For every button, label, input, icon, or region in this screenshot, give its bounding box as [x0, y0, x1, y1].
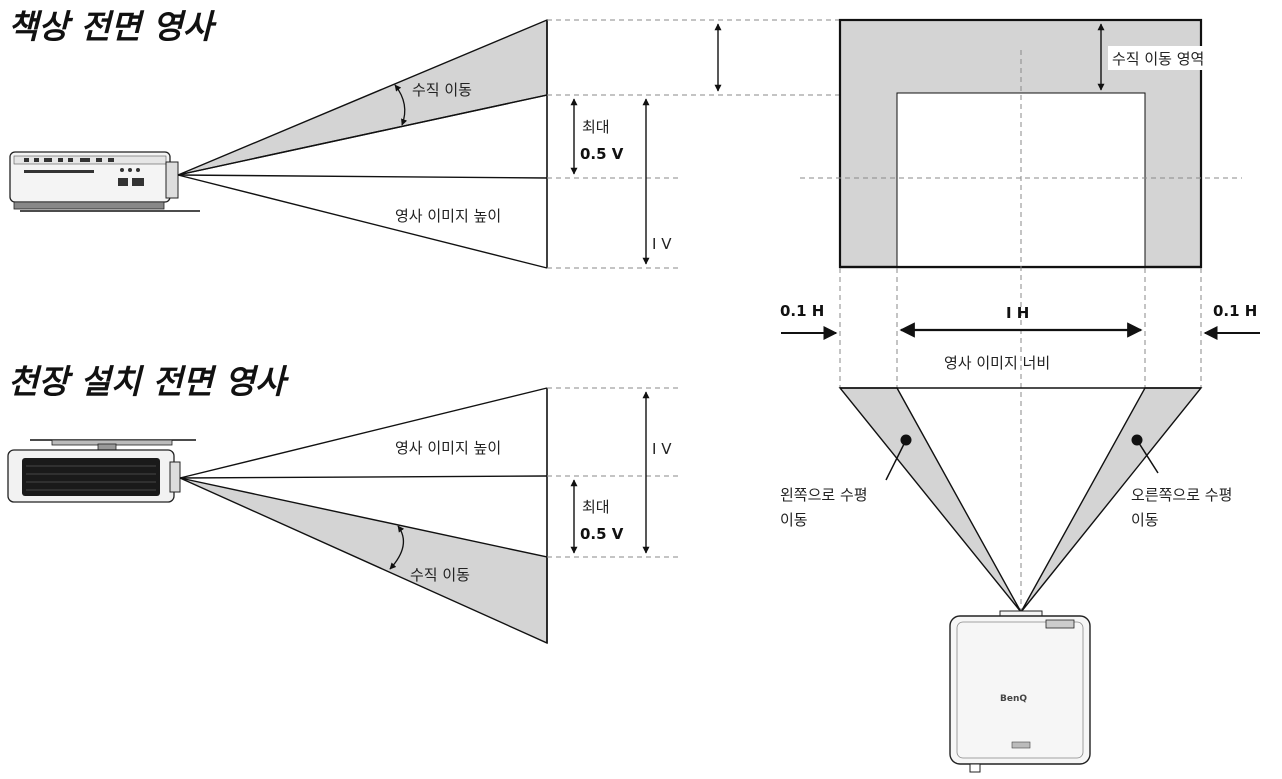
right-shift-label-line1: 오른쪽으로 수평 — [1131, 486, 1232, 504]
desk-image-height-label: 영사 이미지 높이 — [395, 207, 501, 225]
desk-max-label: 최대 — [582, 118, 610, 136]
image-width-label: 영사 이미지 너비 — [944, 354, 1050, 372]
ceiling-height-value: I V — [652, 440, 672, 458]
shift-area-label-bg — [1108, 46, 1244, 70]
ceiling-vertical-shift-label: 수직 이동 — [410, 566, 470, 584]
projector-top-view-icon — [949, 610, 1091, 773]
horizontal-shift-cones — [838, 387, 1203, 613]
left-offset-label: 0.1 H — [780, 302, 824, 320]
ceiling-projector-side-icon — [7, 439, 196, 503]
left-shift-label-line1: 왼쪽으로 수평 — [780, 486, 868, 504]
desk-projection-cone — [177, 18, 548, 269]
projector-brand-logo: BenQ — [1000, 694, 1027, 704]
right-shift-label-line2: 이동 — [1131, 511, 1159, 529]
ceiling-max-value: 0.5 V — [580, 525, 624, 543]
ceiling-image-height-label: 영사 이미지 높이 — [395, 439, 501, 457]
desk-guide-lines — [547, 19, 897, 269]
ceiling-projection-cone — [179, 387, 548, 645]
image-width-value: I H — [1006, 304, 1029, 322]
ceiling-guide-lines — [547, 387, 680, 558]
ceiling-max-label: 최대 — [582, 498, 610, 516]
desk-vertical-shift-label: 수직 이동 — [412, 81, 472, 99]
right-offset-label: 0.1 H — [1213, 302, 1257, 320]
vertical-shift-area-label: 수직 이동 영역 — [1112, 50, 1204, 68]
desk-max-value: 0.5 V — [580, 145, 624, 163]
desk-front-title: 책상 전면 영사 — [8, 7, 217, 46]
ceiling-front-title: 천장 설치 전면 영사 — [8, 362, 289, 401]
left-shift-label-line2: 이동 — [780, 511, 808, 529]
desk-projector-side-icon — [9, 151, 200, 212]
desk-height-value: I V — [652, 235, 672, 253]
